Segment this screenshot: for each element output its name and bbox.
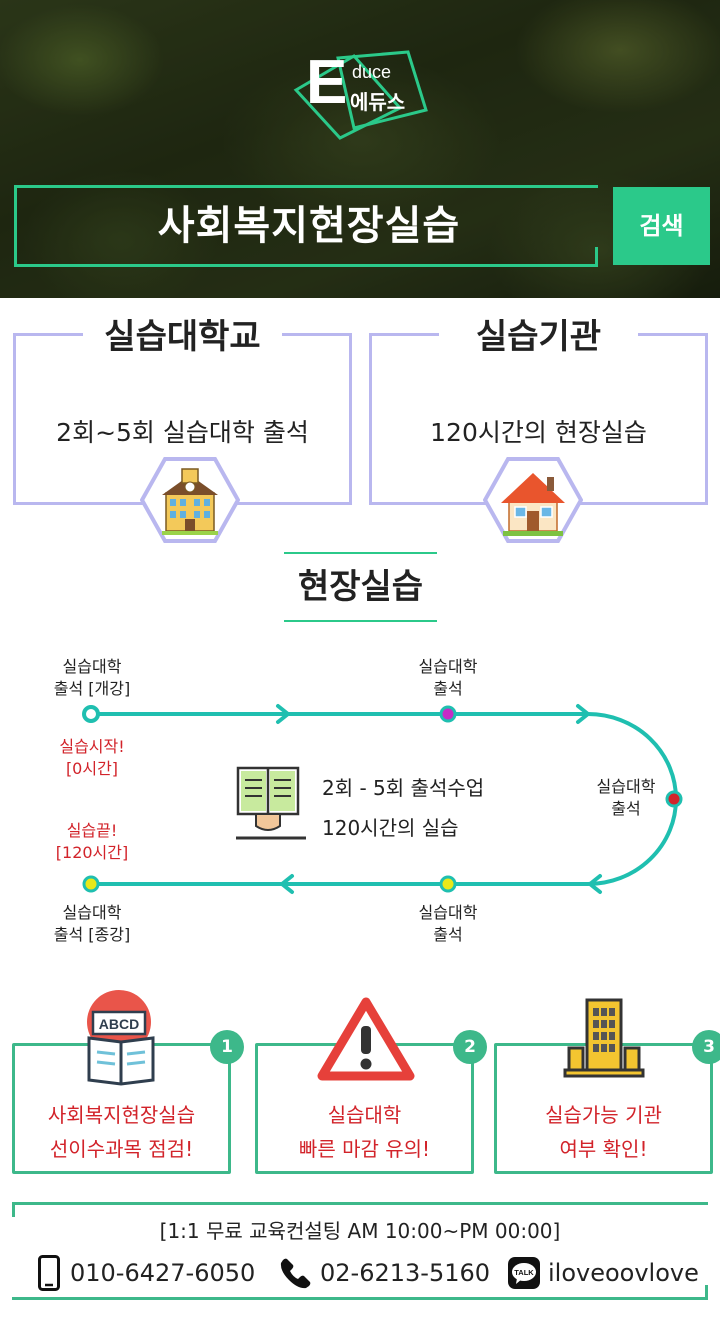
timeline-right-dot [665,790,683,808]
timeline-mid-bottom-dot [439,875,457,893]
logo-letter: E [306,48,348,117]
step-card-2: 2 실습대학 빠른 마감 유의! [255,997,487,1174]
timeline-center-line-2: 120시간의 실습 [322,816,459,840]
hero-shade [0,0,720,298]
kakaotalk-icon: TALK [508,1257,540,1289]
timeline-path [82,704,683,894]
logo-sub: duce [352,62,392,82]
step-number: 1 [210,1030,244,1064]
section-title: 현장실습 [284,552,437,622]
timeline-right-label: 실습대학 출석 [596,777,656,818]
logo-diamond-icon [293,50,428,140]
timeline-start-dot [82,705,100,723]
educe-logo[interactable]: E duce 에듀스 [292,50,442,140]
timeline-start-note: 실습시작! [0시간] [59,737,125,778]
card-title: 실습대학교 [104,317,261,357]
step-text: 실습대학 빠른 마감 유의! [298,1103,431,1161]
contact-box: [1:1 무료 교육컨설팅 AM 10:00~PM 00:00] 010-642… [12,1202,708,1300]
timeline-mid-top-dot [439,705,457,723]
timeline-start-label: 실습대학 출석 [개강] [53,657,131,698]
card-title: 실습기관 [475,317,602,357]
step-number: 3 [692,1030,720,1064]
hero-banner: E duce 에듀스 사회복지현장실습 검색 [0,0,720,298]
school-building-icon [140,457,240,543]
timeline-center-line-1: 2회 - 5회 출석수업 [322,776,485,800]
abcd-book-icon: ABCD [87,990,155,1086]
abcd-label: ABCD [99,1016,139,1032]
step-text: 사회복지현장실습 선이수과목 점검! [47,1103,196,1161]
telephone-icon [280,1258,311,1289]
contact-row: 010-6427-6050 02-6213-5160 TALK iloveoov… [38,1251,708,1295]
book-hand-icon [236,766,306,840]
house-icon [483,457,583,543]
consult-hours: [1:1 무료 교육컨설팅 AM 10:00~PM 00:00] [159,1219,561,1243]
timeline-mid-top-label: 실습대학 출석 [418,657,478,698]
timeline-end-note: 실습끝! [120시간] [55,821,129,862]
card-desc: 2회~5회 실습대학 출석 [56,418,309,447]
mobile-phone-icon [38,1255,60,1291]
timeline-end-dot [82,875,100,893]
office-building-icon [563,998,645,1078]
page-title: 사회복지현장실습 [157,203,461,249]
step-text: 실습가능 기관 여부 확인! [545,1103,662,1161]
kakao-id[interactable]: iloveoovlove [548,1259,699,1287]
timeline-end-label: 실습대학 출석 [종강] [53,903,131,944]
card-desc: 120시간의 현장실습 [430,418,647,447]
search-button[interactable]: 검색 [613,187,710,265]
logo-kor: 에듀스 [350,90,406,114]
step-card-1: ABCD 1 사회복지현장실습 선이수과목 점검! [12,990,244,1174]
timeline-mid-bottom-label: 실습대학 출석 [418,903,478,944]
search-title-box: 사회복지현장실습 [14,185,598,267]
mobile-number[interactable]: 010-6427-6050 [70,1259,256,1287]
step-card-3: 3 실습가능 기관 여부 확인! [494,998,720,1174]
step-number: 2 [453,1030,487,1064]
talk-badge: TALK [514,1268,534,1277]
warning-icon [317,997,415,1081]
phone-number[interactable]: 02-6213-5160 [320,1259,491,1287]
practice-timeline: 실습대학 출석 [개강] 실습대학 출석 실습대학 출석 실습대학 출석 실습대… [0,640,720,960]
